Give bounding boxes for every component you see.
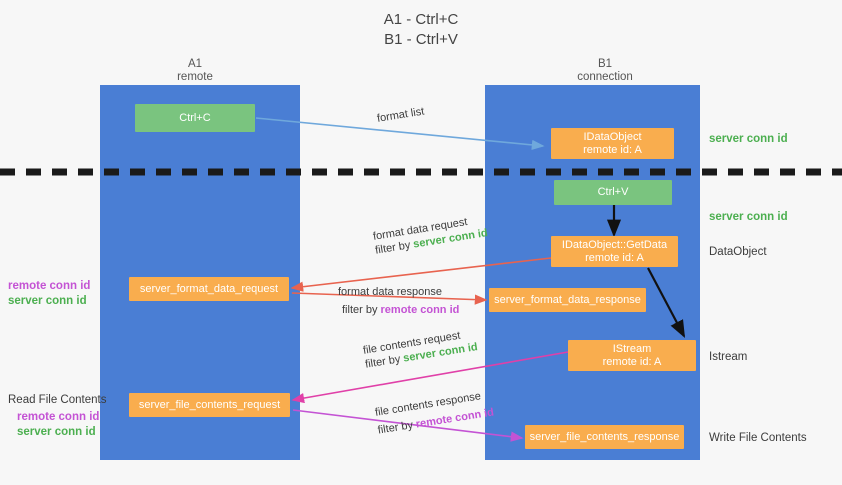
edge-label-format-data-response-filter: filter by remote conn id: [342, 303, 459, 317]
node-idataobject-line1: IDataObject: [583, 130, 642, 143]
node-ctrl-v-label: Ctrl+V: [597, 186, 629, 198]
node-server-format-data-response-label: server_format_data_response: [494, 293, 641, 306]
node-server-file-contents-request-label: server_file_contents_request: [138, 398, 281, 411]
column-header-b1-name: B1: [597, 58, 613, 70]
left-conn-stack-2-server: server conn id: [17, 426, 96, 438]
node-ctrl-v[interactable]: Ctrl+V: [554, 180, 672, 205]
node-getdata-line2: remote id: A: [585, 251, 644, 264]
node-idataobject-line2: remote id: A: [583, 143, 642, 156]
node-istream[interactable]: IStream remote id: A: [568, 340, 696, 371]
edge-label-format-list: format list: [376, 105, 426, 125]
edge-label-format-data-request: format data request filter by server con…: [372, 212, 489, 257]
node-server-file-contents-request[interactable]: server_file_contents_request: [129, 393, 290, 417]
node-ctrl-c[interactable]: Ctrl+C: [135, 104, 255, 132]
edge-label-file-contents-request: file contents request filter by server c…: [362, 326, 479, 371]
node-getdata[interactable]: IDataObject::GetData remote id: A: [551, 236, 678, 267]
column-header-b1-sub: connection: [577, 71, 633, 83]
left-conn-stack-2-remote: remote conn id: [17, 411, 100, 423]
node-server-file-contents-response-label: server_file_contents_response: [529, 430, 680, 443]
side-label-istream: Istream: [709, 351, 748, 363]
node-server-format-data-request[interactable]: server_format_data_request: [129, 277, 289, 301]
column-header-b1: B1 connection: [545, 58, 665, 84]
node-istream-line1: IStream: [612, 342, 652, 355]
page-title: A1 - Ctrl+C B1 - Ctrl+V: [383, 11, 459, 48]
side-label-write-file-contents: Write File Contents: [709, 432, 807, 444]
filter-prefix: filter by: [376, 418, 417, 437]
node-server-file-contents-response[interactable]: server_file_contents_response: [525, 425, 684, 449]
left-conn-stack-1-server: server conn id: [8, 295, 87, 307]
side-label-server-conn-id-top: server conn id: [709, 133, 788, 145]
side-label-server-conn-id-mid: server conn id: [709, 211, 788, 223]
node-server-format-data-response[interactable]: server_format_data_response: [489, 288, 646, 312]
node-ctrl-c-label: Ctrl+C: [179, 111, 211, 124]
side-label-dataobject: DataObject: [709, 246, 767, 258]
node-server-format-data-request-label: server_format_data_request: [139, 282, 279, 295]
remote-conn-id-key: remote conn id: [380, 304, 460, 316]
node-getdata-line1: IDataObject::GetData: [561, 238, 668, 251]
column-header-a1-sub: remote: [177, 71, 213, 83]
node-idataobject[interactable]: IDataObject remote id: A: [551, 128, 674, 159]
left-conn-stack-1-remote: remote conn id: [8, 280, 91, 292]
node-istream-line2: remote id: A: [602, 355, 662, 368]
side-label-read-file-contents: Read File Contents: [8, 394, 107, 406]
left-conn-stack-1: remote conn id server conn id: [8, 279, 90, 309]
edge-label-format-data-response-text: format data response: [338, 286, 442, 298]
filter-prefix: filter by: [342, 304, 381, 316]
edge-label-format-data-response: format data response filter by remote co…: [338, 285, 459, 317]
column-header-a1: A1 remote: [145, 58, 245, 84]
edge-label-file-contents-response: file contents response filter by remote …: [374, 388, 495, 438]
left-conn-stack-2: remote conn id server conn id: [17, 410, 99, 440]
column-header-a1-name: A1: [187, 58, 203, 70]
